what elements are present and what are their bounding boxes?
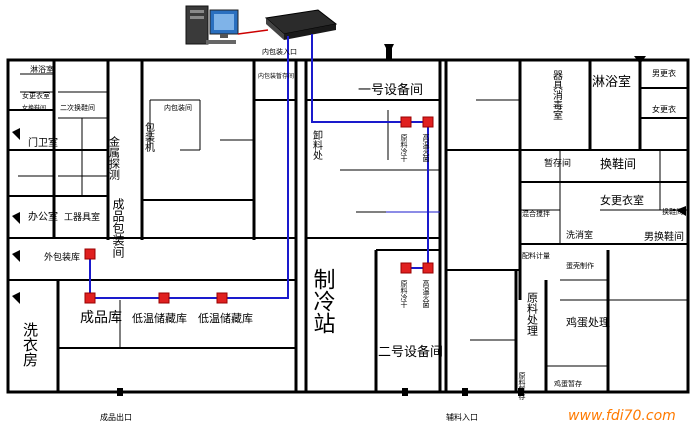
room-male-shoe-change: 男换鞋间 bbox=[644, 230, 684, 243]
room-shoe-change-right: 换鞋间 bbox=[600, 156, 636, 171]
room-second-shoe-change: 二次换鞋间 bbox=[60, 103, 95, 112]
tank-a-label: 原料冷干 bbox=[400, 134, 408, 163]
watermark-text: www.fdi70.com bbox=[568, 408, 676, 424]
sensor-node bbox=[158, 292, 170, 304]
room-raw-processing: 原料处理 bbox=[526, 292, 539, 336]
room-shoe-hall: 换鞋间 bbox=[662, 207, 683, 216]
room-disinfect: 洗消室 bbox=[566, 229, 593, 241]
room-female-changing-right: 女更衣 bbox=[652, 104, 676, 114]
room-outer-packing: 外包装库 bbox=[44, 251, 80, 263]
network-switch-icon bbox=[264, 9, 338, 40]
label-inner-packing-entry: 内包装入口 bbox=[262, 47, 297, 56]
room-inner-packing: 内包装间 bbox=[164, 103, 192, 112]
sensor-node bbox=[400, 116, 412, 128]
door-markers bbox=[12, 44, 686, 396]
room-temp-storage: 暂存间 bbox=[544, 157, 571, 169]
room-tool-room: 工器具室 bbox=[64, 211, 100, 223]
tank-d-label: 高温灭菌 bbox=[422, 279, 430, 309]
room-finished-packing: 成品包装间 bbox=[111, 198, 125, 258]
room-female-changing-left: 女更衣室 bbox=[22, 91, 50, 100]
room-cold-store-2: 低温储藏库 bbox=[198, 311, 253, 325]
room-male-changing: 男更衣 bbox=[652, 68, 676, 78]
sensor-markers bbox=[84, 116, 434, 304]
room-metal-detect: 金属探测 bbox=[108, 135, 121, 181]
room-gatehouse: 门卫室 bbox=[28, 136, 58, 149]
sensor-node bbox=[400, 262, 412, 274]
room-laundry: 洗衣房 bbox=[21, 322, 39, 367]
room-refrigeration: 制冷站 bbox=[310, 268, 336, 334]
room-equipment-2: 二号设备间 bbox=[378, 344, 443, 360]
room-inner-packing-storage: 内包装暂存间 bbox=[258, 72, 294, 80]
room-equipment-1: 一号设备间 bbox=[358, 82, 423, 98]
wall-structure bbox=[52, 60, 642, 392]
room-egg-stock: 鸡蛋暂存 bbox=[554, 379, 582, 388]
room-egg-break: 蛋壳制作 bbox=[566, 261, 594, 270]
building-outline bbox=[6, 58, 690, 394]
room-office: 办公室 bbox=[28, 210, 58, 223]
room-female-shoe-change: 女换鞋间 bbox=[22, 104, 46, 112]
room-utensil-disinfect: 器具消毒室 bbox=[551, 70, 563, 120]
room-cold-store-1: 低温储藏库 bbox=[132, 311, 187, 325]
room-egg-processing: 鸡蛋处理 bbox=[566, 315, 610, 329]
label-finished-exit: 成品出口 bbox=[100, 412, 132, 422]
room-ingredient-calc: 配料计量 bbox=[522, 251, 550, 260]
room-female-changing-room: 女更衣室 bbox=[600, 193, 644, 207]
room-raw-area: 卸料处 bbox=[311, 129, 323, 161]
room-shower-right: 淋浴室 bbox=[592, 74, 631, 90]
computer-icon bbox=[185, 5, 239, 45]
label-material-entry: 辅料入口 bbox=[446, 412, 478, 422]
cable-line bbox=[237, 29, 269, 35]
room-raw-stock: 原料暂存 bbox=[518, 372, 526, 400]
sensor-node bbox=[84, 248, 96, 260]
room-shower-left: 淋浴室 bbox=[30, 64, 54, 74]
sensor-node bbox=[84, 292, 96, 304]
sensor-node bbox=[216, 292, 228, 304]
wall-structure-horizontal bbox=[8, 87, 688, 349]
room-packing-machine: 包装机 bbox=[143, 121, 155, 153]
room-mixing: 混合搅拌 bbox=[522, 209, 550, 218]
sensor-node bbox=[422, 116, 434, 128]
tank-b-label: 高温灭菌 bbox=[422, 133, 430, 163]
room-finished-store: 成品库 bbox=[80, 310, 122, 326]
sensor-node bbox=[422, 262, 434, 274]
tank-c-label: 原料冷干 bbox=[400, 280, 408, 309]
